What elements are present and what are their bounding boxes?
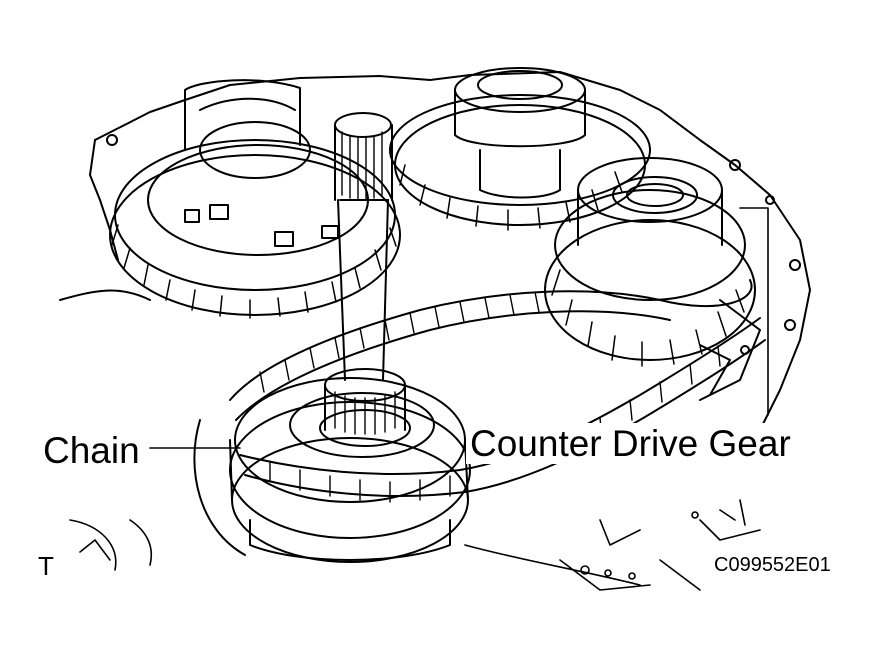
counter-drive-gear-leader-line — [740, 208, 768, 415]
label-chain: Chain — [40, 430, 143, 471]
drive-chain — [230, 280, 765, 502]
input-shaft — [325, 113, 405, 434]
lower-case-outline — [70, 500, 760, 590]
label-counter-drive-gear: Counter Drive Gear — [466, 423, 795, 464]
counter-drive-gear — [545, 158, 755, 366]
view-marker: T — [38, 551, 54, 581]
figure-code: C099552E01 — [714, 554, 831, 576]
counter-driven-gear — [390, 68, 650, 230]
housing-outline — [60, 72, 810, 430]
callout-leaders — [150, 208, 768, 448]
ring-gear — [110, 80, 400, 318]
drive-sprocket — [194, 378, 470, 562]
